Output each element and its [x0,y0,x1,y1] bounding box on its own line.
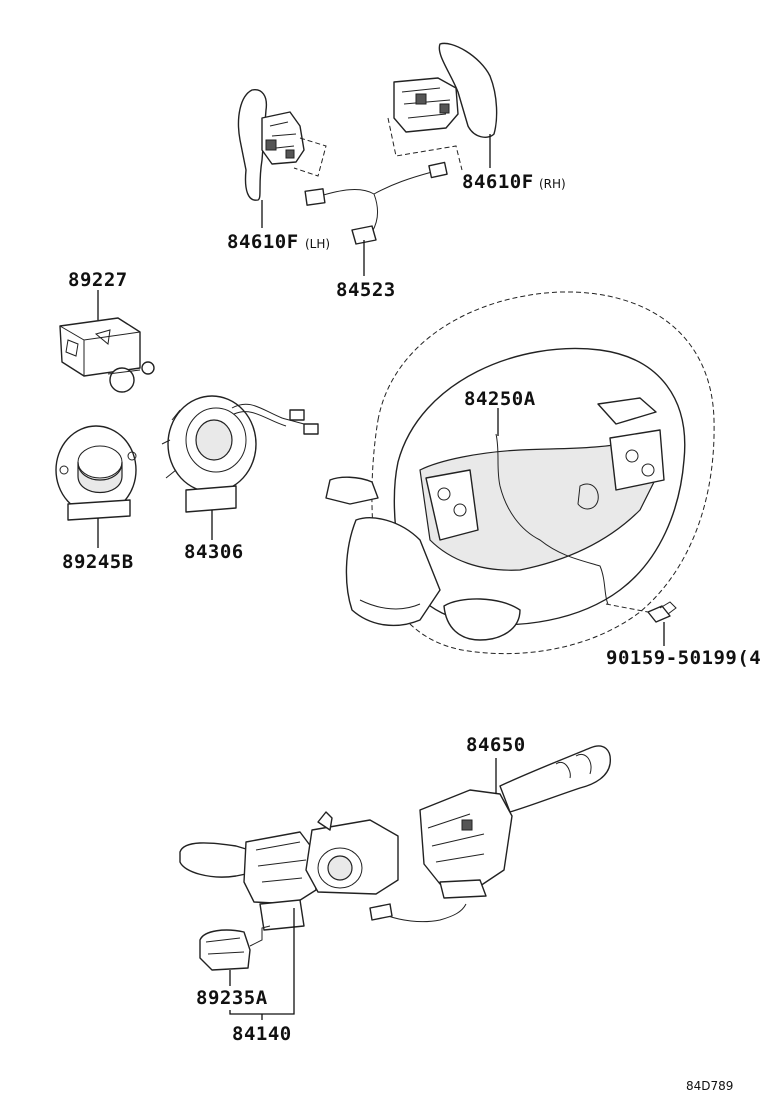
diagram-code: 84D789 [686,1079,733,1093]
steering-sensor[interactable] [55,425,137,521]
switch-89227[interactable] [59,317,155,393]
label-84250a: 84250A [464,388,536,410]
label-89227: 89227 [68,269,128,291]
paddle-rh-dashed-box [387,117,463,171]
paddle-harness[interactable] [304,161,448,245]
label-89245b: 89245B [62,551,134,573]
label-rh-side: (RH) [539,177,566,191]
spiral-cable[interactable] [161,395,319,513]
paddle-lh-dashed-box [293,137,327,177]
label-lh-side: (LH) [305,237,330,251]
label-84610f-rh: 84610F [462,171,534,193]
label-84610f-lh: 84610F [227,231,299,253]
paddle-shifter-lh[interactable] [237,89,305,201]
label-84140: 84140 [232,1023,292,1045]
steering-wheel[interactable] [325,291,715,655]
paddle-shifter-rh[interactable] [393,42,498,138]
label-84523: 84523 [336,279,396,301]
label-84650: 84650 [466,734,526,756]
combination-switch[interactable] [179,811,399,931]
label-bolt: 90159-50199(4) [606,647,760,669]
label-84306: 84306 [184,541,244,563]
wiper-switch[interactable] [369,745,611,923]
label-89235a: 89235A [196,987,268,1009]
bolt[interactable] [605,601,677,623]
sensor-89235a[interactable] [199,925,271,971]
